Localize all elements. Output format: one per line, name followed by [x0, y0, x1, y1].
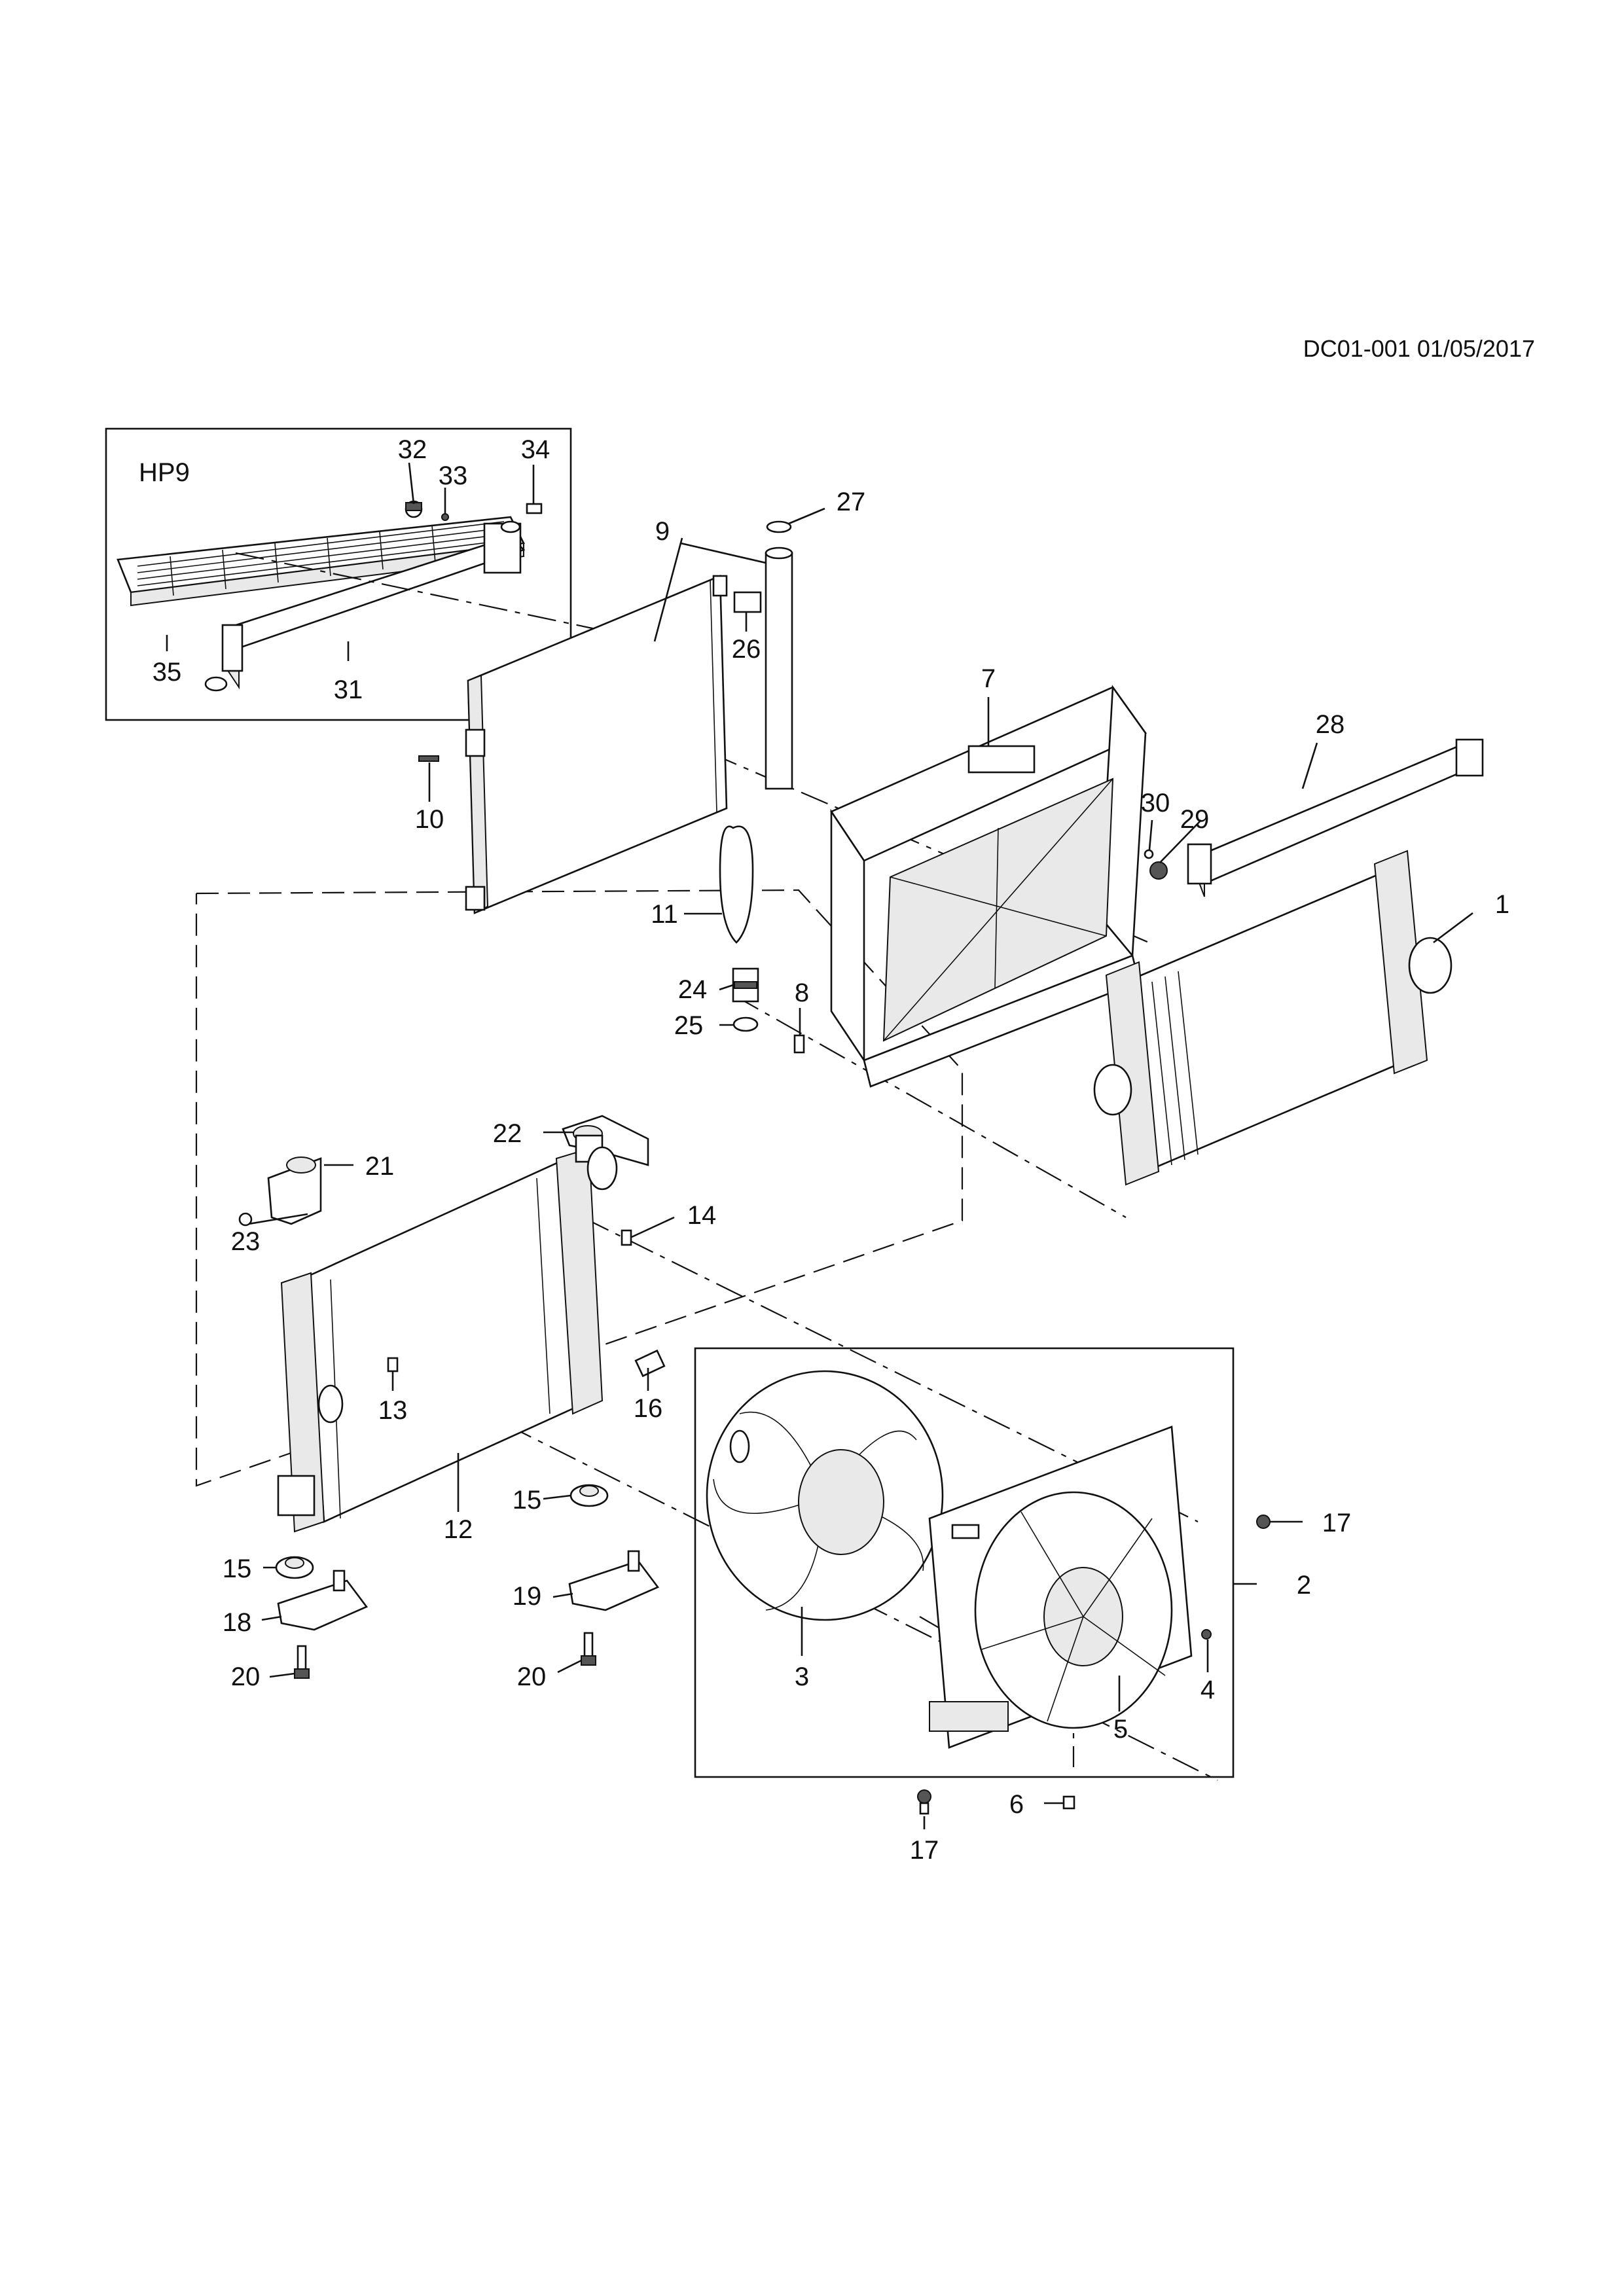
part-16-sensor	[634, 1349, 666, 1378]
callout-25: 25	[674, 1011, 704, 1040]
callout-6: 6	[1009, 1790, 1024, 1819]
callout-2: 2	[1297, 1571, 1311, 1600]
callout-17-upper: 17	[1322, 1509, 1352, 1537]
callout-23: 23	[231, 1227, 261, 1256]
part-30-washer	[1144, 849, 1154, 859]
part-33-clip	[441, 513, 449, 521]
callout-29: 29	[1180, 805, 1210, 834]
callout-9: 9	[655, 517, 670, 546]
hp9-leader-lines	[166, 462, 535, 661]
callout-34: 34	[521, 435, 550, 464]
callout-30: 30	[1141, 789, 1170, 817]
callout-labels: 1 2 3 4 5 6 7 8 9 10 11 12 13 14 15 15 1…	[153, 435, 1509, 1865]
callout-26: 26	[732, 635, 761, 664]
callout-16: 16	[634, 1394, 663, 1423]
part-20-bolt-left	[294, 1645, 310, 1679]
document-reference: DC01-001 01/05/2017	[1303, 335, 1535, 362]
callout-11: 11	[651, 900, 678, 929]
callout-20-right: 20	[517, 1662, 547, 1691]
part-26-bracket	[733, 591, 762, 613]
callout-22: 22	[493, 1119, 522, 1148]
part-15-insulator-right	[569, 1484, 609, 1507]
part-20-bolt-right	[581, 1632, 596, 1666]
part-35-grille	[117, 516, 525, 607]
part-31-aux-cooler	[204, 520, 526, 692]
part-12-radiator	[277, 1134, 618, 1533]
callout-20-left: 20	[231, 1662, 261, 1691]
callout-17-lower: 17	[910, 1836, 939, 1865]
callout-15-left: 15	[223, 1554, 252, 1583]
callout-10: 10	[415, 805, 444, 834]
callout-8: 8	[795, 978, 809, 1007]
fan-assembly-frame	[694, 1347, 1235, 1778]
part-3-fan-blade	[706, 1370, 944, 1621]
callout-28: 28	[1316, 710, 1345, 739]
part-14-clip	[621, 1229, 632, 1246]
part-7-fan-shroud-frame	[830, 685, 1147, 1088]
part-13-drain-plug	[387, 1357, 399, 1372]
part-23-bolt	[238, 1212, 253, 1227]
callout-32: 32	[398, 435, 427, 464]
part-32-bolt	[405, 500, 423, 518]
callout-12: 12	[444, 1515, 473, 1544]
part-9-condenser	[465, 575, 728, 914]
part-6-clip	[1062, 1795, 1075, 1810]
part-8-clip	[793, 1034, 805, 1054]
callout-1: 1	[1495, 890, 1509, 919]
part-21-bracket	[267, 1157, 322, 1225]
callout-4: 4	[1200, 1676, 1215, 1704]
callout-31: 31	[334, 675, 363, 704]
callout-24: 24	[678, 975, 708, 1004]
callout-19: 19	[513, 1582, 542, 1611]
part-18-lower-bracket-left	[277, 1570, 369, 1631]
hp9-inset: HP9	[105, 427, 572, 721]
callout-21: 21	[365, 1152, 395, 1181]
part-24-cap	[732, 967, 759, 1003]
leader-lines	[248, 507, 1473, 1829]
callout-18: 18	[223, 1608, 252, 1637]
fan-assembly-box	[694, 1347, 1257, 1778]
callout-14: 14	[687, 1201, 717, 1230]
part-11-filter	[719, 825, 754, 944]
part-19-lower-bracket-right	[568, 1550, 660, 1611]
part-34-pin	[526, 503, 543, 514]
part-28-transmission-cooler	[1187, 738, 1484, 897]
callout-33: 33	[439, 461, 468, 490]
callout-3: 3	[795, 1662, 809, 1691]
part-29-nut	[1149, 861, 1168, 880]
part-10-pin	[418, 755, 439, 762]
part-25-seal	[732, 1016, 759, 1032]
part-17-bolt-lower	[917, 1789, 931, 1815]
callout-13: 13	[378, 1396, 408, 1425]
hp9-inset-label: HP9	[139, 458, 190, 487]
callout-15-right: 15	[513, 1486, 542, 1515]
hp9-inset-frame	[105, 427, 572, 721]
callout-35: 35	[153, 658, 182, 687]
callout-7: 7	[981, 664, 996, 693]
part-17-bolt-upper	[1256, 1515, 1271, 1529]
callout-27: 27	[837, 488, 866, 516]
part-4-screw	[1201, 1629, 1212, 1640]
part-1-charge-air-cooler	[1093, 850, 1453, 1186]
part-15-insulator-left	[275, 1556, 314, 1579]
part-27-receiver-drier	[765, 520, 793, 790]
part-5-fan-shroud	[928, 1426, 1193, 1749]
callout-5: 5	[1113, 1715, 1128, 1744]
